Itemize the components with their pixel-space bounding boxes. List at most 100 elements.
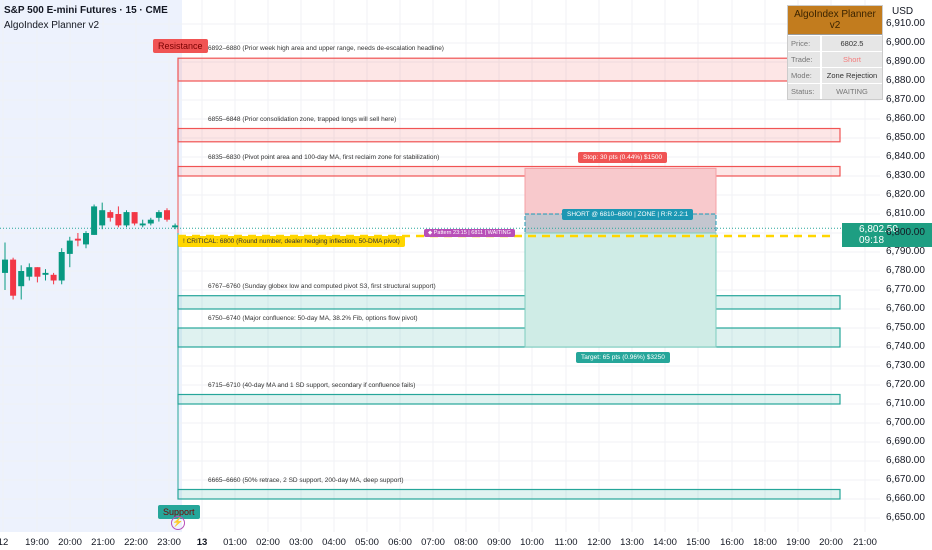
price-tick-label: 6,780.00 — [886, 265, 925, 276]
price-tick-label: 6,670.00 — [886, 474, 925, 485]
critical-label: ! CRITICAL: 6800 (Round number, dealer h… — [178, 236, 405, 247]
candle-body — [26, 267, 33, 277]
candle-body — [2, 259, 8, 273]
session-highlight — [0, 0, 182, 532]
price-tick-label: 6,800.00 — [886, 227, 925, 238]
time-tick-label: 12:00 — [587, 537, 611, 548]
candle-body — [58, 252, 65, 281]
time-tick-label: 13:00 — [620, 537, 644, 548]
zone-label: 6835–6830 (Pivot point area and 100-day … — [208, 153, 440, 161]
row-key: Trade: — [788, 52, 822, 67]
zone-label: 6715–6710 (40-day MA and 1 SD support, s… — [208, 381, 416, 389]
price-tick-label: 6,830.00 — [886, 170, 925, 181]
candle-body — [83, 233, 89, 245]
row-key: Status: — [788, 84, 822, 99]
time-tick-label: 02:00 — [256, 537, 280, 548]
time-tick-label: 19:00 — [786, 537, 810, 548]
candle-body — [155, 212, 162, 218]
price-tick-label: 6,740.00 — [886, 341, 925, 352]
zone-label: 6767–6760 (Sunday globex low and compute… — [208, 282, 436, 290]
resistance-marker[interactable]: Resistance — [153, 39, 208, 53]
time-tick-label: 10:00 — [520, 537, 544, 548]
time-tick-label: 23:00 — [157, 537, 181, 548]
indicator-name[interactable]: AlgoIndex Planner v2 — [4, 20, 100, 31]
symbol-title[interactable]: S&P 500 E-mini Futures · 15 · CME — [4, 5, 168, 16]
price-tick-label: 6,770.00 — [886, 284, 925, 295]
price-tick-label: 6,790.00 — [886, 246, 925, 257]
row-value: 6802.5 — [840, 39, 864, 48]
candle-body — [172, 225, 179, 228]
candle-body — [164, 210, 170, 220]
price-tick-label: 6,690.00 — [886, 436, 925, 447]
support-zone — [177, 488, 841, 500]
candle-body — [74, 238, 81, 241]
time-tick-label: 12 — [0, 537, 9, 548]
price-tick-label: 6,910.00 — [886, 18, 925, 29]
row-key: Price: — [788, 36, 822, 51]
panel-row-trade: Trade: Short — [788, 51, 882, 67]
time-tick-label: 08:00 — [454, 537, 478, 548]
price-tick-label: 6,820.00 — [886, 189, 925, 200]
target-zone — [524, 232, 717, 348]
currency-button[interactable]: USD — [888, 4, 918, 19]
candle-body — [99, 210, 106, 226]
support-marker[interactable]: Support — [158, 505, 200, 519]
panel-row-price: Price: 6802.5 — [788, 35, 882, 51]
stop-zone — [524, 167, 717, 215]
price-tick-label: 6,680.00 — [886, 455, 925, 466]
time-tick-label: 07:00 — [421, 537, 445, 548]
price-tick-label: 6,850.00 — [886, 132, 925, 143]
panel-row-status: Status:WAITING — [788, 83, 882, 99]
candle-body — [139, 223, 146, 226]
target-label: Target: 65 pts (0.96%) $3250 — [576, 352, 670, 363]
resistance-zone — [177, 127, 841, 143]
time-tick-label: 01:00 — [223, 537, 247, 548]
last-price: 6,802.50 — [859, 224, 898, 235]
zone-label: 6892–6880 (Prior week high area and uppe… — [208, 45, 444, 53]
candle-body — [147, 219, 154, 224]
candle-body — [115, 214, 122, 226]
candle-body — [42, 272, 49, 275]
price-tick-label: 6,660.00 — [886, 493, 925, 504]
row-value: Zone Rejection — [826, 71, 878, 80]
time-tick-label: 03:00 — [289, 537, 313, 548]
zone-label: 6750–6740 (Major confluence: 50-day MA, … — [208, 315, 418, 322]
candle-body — [131, 212, 138, 224]
lightning-icon[interactable]: ⚡ — [171, 516, 185, 530]
price-tick-label: 6,650.00 — [886, 512, 925, 523]
candle-body — [18, 271, 25, 287]
candle-body — [91, 206, 98, 235]
time-tick-label: 21:00 — [853, 537, 877, 548]
support-zone — [177, 393, 841, 405]
time-tick-label: 06:00 — [388, 537, 412, 548]
signal-label: ◆ Pattern 23:15 | 6811 | WAITING — [424, 229, 515, 237]
resistance-zone — [177, 165, 841, 177]
price-tick-label: 6,710.00 — [886, 398, 925, 409]
time-tick-label: 19:00 — [25, 537, 49, 548]
time-tick-label: 09:00 — [487, 537, 511, 548]
candle-body — [34, 267, 41, 277]
time-tick-label: 14:00 — [653, 537, 677, 548]
time-tick-label: 11:00 — [554, 537, 578, 548]
zone-label: 6855–6848 (Prior consolidation zone, tra… — [208, 115, 397, 123]
candle-body — [10, 259, 17, 296]
candle-body — [50, 274, 57, 281]
price-tick-label: 6,900.00 — [886, 37, 925, 48]
price-tick-label: 6,810.00 — [886, 208, 925, 219]
resistance-zone — [177, 57, 841, 82]
planner-panel: AlgoIndex Planner v2 Price: 6802.5 Trade:… — [787, 5, 883, 100]
support-zone — [177, 295, 841, 310]
row-value: Short — [843, 55, 861, 64]
support-zone — [177, 327, 841, 348]
time-tick-label: 15:00 — [686, 537, 710, 548]
price-tick-label: 6,880.00 — [886, 75, 925, 86]
time-tick-label: 13 — [196, 537, 208, 548]
zone-label: 6665–6660 (50% retrace, 2 SD support, 20… — [208, 476, 404, 484]
time-tick-label: 04:00 — [322, 537, 346, 548]
panel-title: AlgoIndex Planner v2 — [788, 6, 882, 35]
bar-countdown: 09:18 — [859, 235, 885, 246]
chart-header: S&P 500 E-mini Futures · 15 · CME AlgoIn… — [4, 3, 168, 33]
price-tick-label: 6,760.00 — [886, 303, 925, 314]
time-tick-label: 18:00 — [753, 537, 777, 548]
